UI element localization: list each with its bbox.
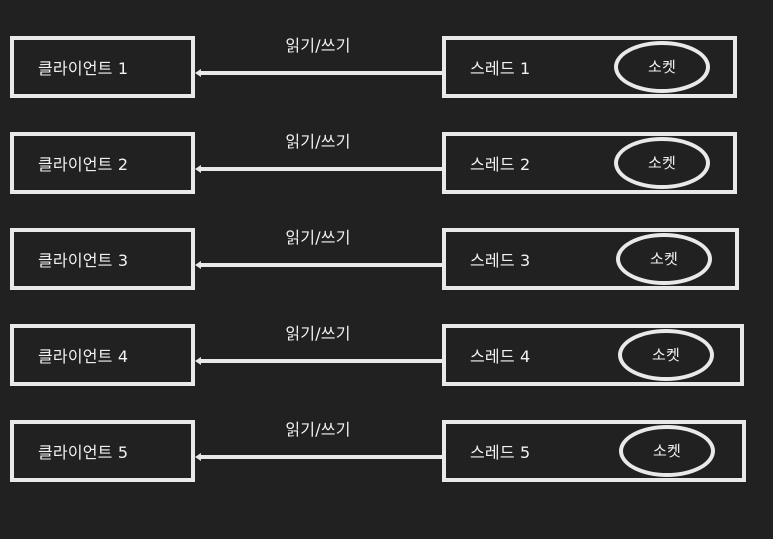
thread-label: 스레드 3: [470, 251, 531, 270]
thread-box[interactable]: 스레드 4 소켓: [442, 324, 744, 386]
arrow-left-icon: [195, 165, 201, 173]
connection-line: [199, 71, 443, 75]
client-box[interactable]: 클라이언트 4: [10, 324, 195, 386]
socket-label: 소켓: [647, 153, 676, 172]
connection-line: [199, 359, 443, 363]
thread-label: 스레드 1: [470, 59, 531, 78]
client-box[interactable]: 클라이언트 3: [10, 228, 195, 290]
connection-label: 읽기/쓰기: [285, 132, 351, 151]
socket-label: 소켓: [649, 249, 678, 268]
connection-line: [199, 263, 443, 267]
connection-line: [199, 167, 443, 171]
client-label: 클라이언트 4: [38, 347, 129, 366]
thread-label: 스레드 2: [470, 155, 531, 174]
arrow-left-icon: [195, 261, 201, 269]
arrow-left-icon: [195, 453, 201, 461]
thread-box[interactable]: 스레드 5 소켓: [442, 420, 746, 482]
socket-label: 소켓: [647, 57, 676, 76]
connection-label: 읽기/쓰기: [285, 36, 351, 55]
socket-oval[interactable]: 소켓: [616, 233, 712, 285]
socket-oval[interactable]: 소켓: [614, 137, 710, 189]
arrow-left-icon: [195, 69, 201, 77]
client-box[interactable]: 클라이언트 1: [10, 36, 195, 98]
thread-label: 스레드 4: [470, 347, 531, 366]
client-label: 클라이언트 2: [38, 155, 129, 174]
thread-box[interactable]: 스레드 3 소켓: [442, 228, 739, 290]
thread-box[interactable]: 스레드 2 소켓: [442, 132, 737, 194]
arrow-left-icon: [195, 357, 201, 365]
socket-oval[interactable]: 소켓: [614, 41, 710, 93]
connection-line: [199, 455, 443, 459]
thread-label: 스레드 5: [470, 443, 531, 462]
client-label: 클라이언트 1: [38, 59, 129, 78]
connection-label: 읽기/쓰기: [285, 324, 351, 343]
connection-label: 읽기/쓰기: [285, 420, 351, 439]
connection-label: 읽기/쓰기: [285, 228, 351, 247]
client-label: 클라이언트 3: [38, 251, 129, 270]
socket-oval[interactable]: 소켓: [619, 425, 715, 477]
socket-label: 소켓: [651, 345, 680, 364]
socket-label: 소켓: [652, 441, 681, 460]
client-box[interactable]: 클라이언트 5: [10, 420, 195, 482]
thread-box[interactable]: 스레드 1 소켓: [442, 36, 737, 98]
client-box[interactable]: 클라이언트 2: [10, 132, 195, 194]
client-label: 클라이언트 5: [38, 443, 129, 462]
socket-oval[interactable]: 소켓: [618, 329, 714, 381]
